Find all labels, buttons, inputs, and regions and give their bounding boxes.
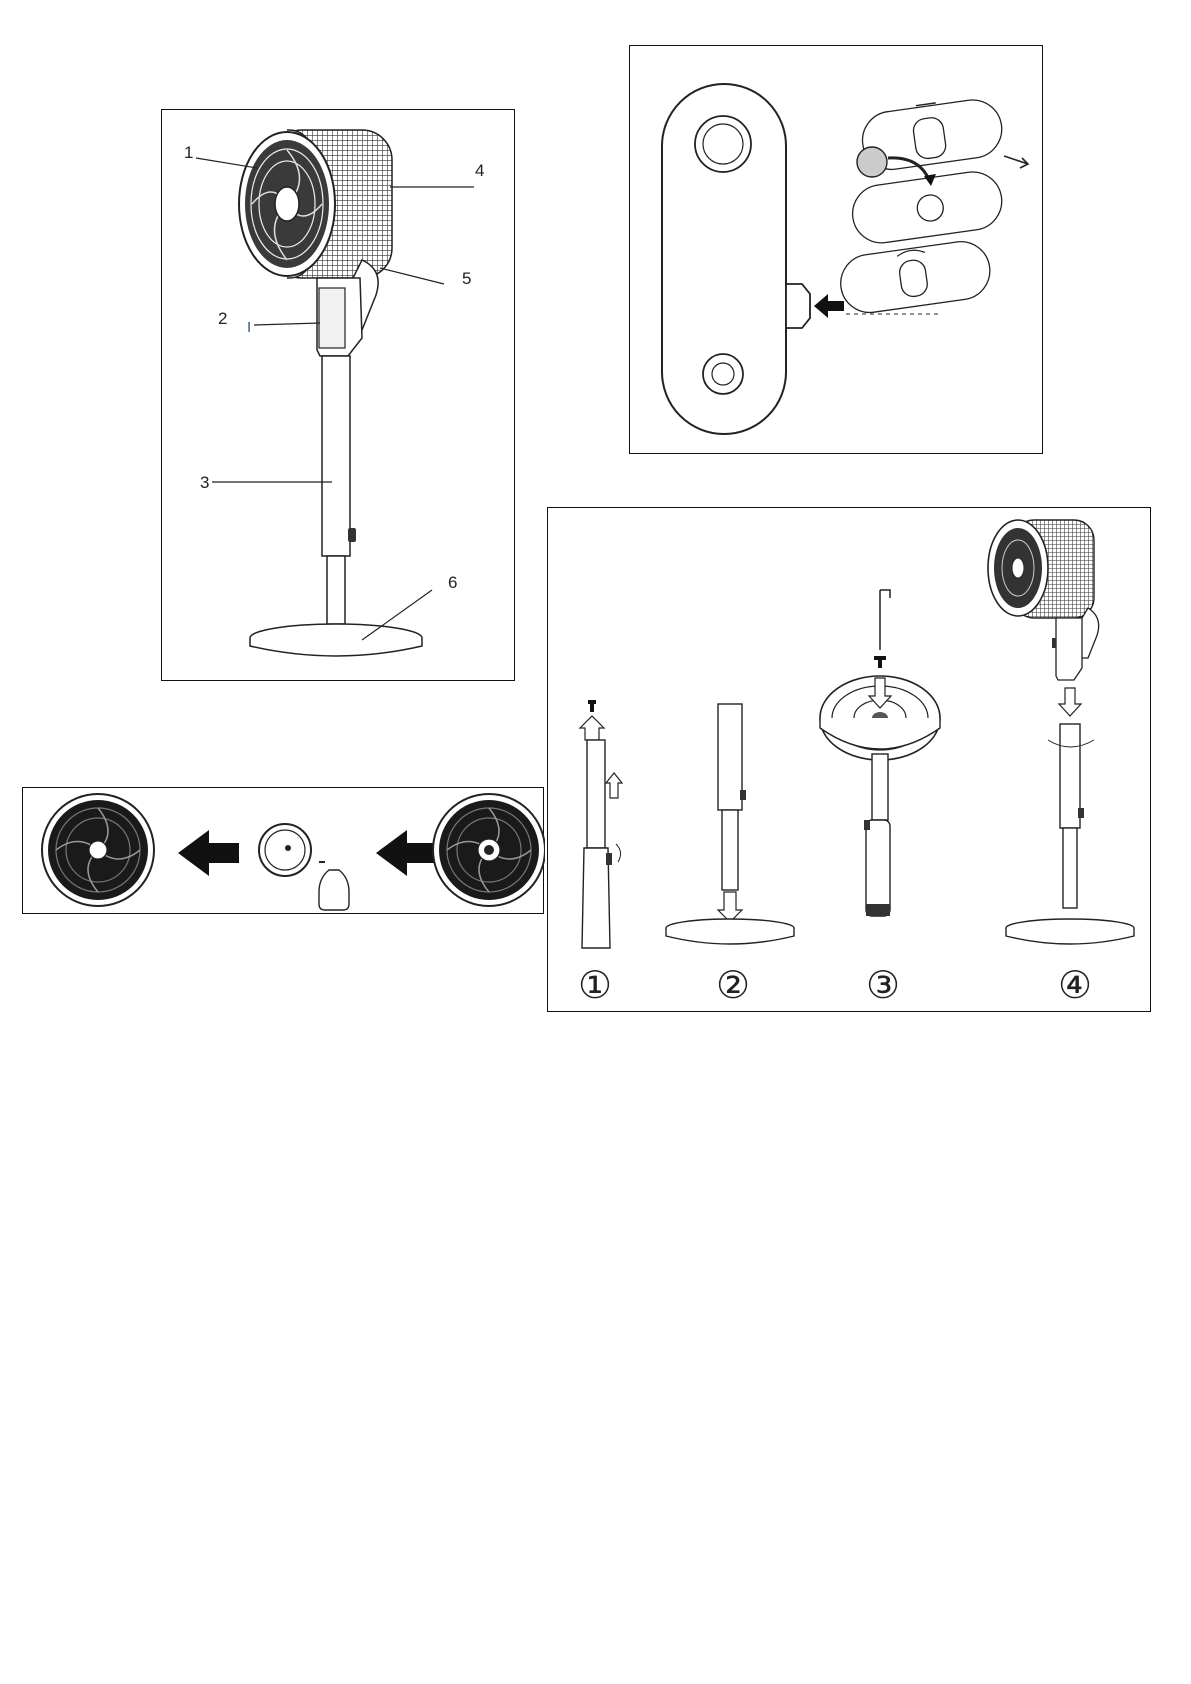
eject-arrow-icon (1004, 156, 1028, 168)
assembly-steps-diagram: ① ② ③ ④ (547, 507, 1151, 1012)
step-2-illustration (666, 704, 794, 944)
grille-assembled (42, 794, 154, 906)
front-grille (239, 132, 335, 276)
remote-battery-illustration (630, 46, 1044, 455)
fan-parts-illustration: 1 4 5 2 I 3 6 (162, 110, 516, 682)
step-1-illustration (580, 702, 622, 948)
down-arrow-icon-3 (1059, 688, 1081, 716)
left-arrow-icon (178, 830, 239, 876)
down-arrow-icon (718, 892, 742, 922)
grille-removed (433, 794, 545, 906)
push-arrow-icon (814, 294, 844, 318)
panel-text: I (247, 319, 251, 336)
grille-removal-illustration (23, 788, 545, 915)
coin-battery (857, 147, 887, 177)
grille-removal-diagram (22, 787, 544, 914)
lower-pole (327, 556, 345, 624)
step-4-illustration (988, 520, 1134, 944)
battery-tab (786, 284, 810, 328)
step-number-1: ① (578, 963, 612, 1007)
part-label-1: 1 (184, 143, 193, 162)
part-label-6: 6 (448, 573, 457, 592)
remote-battery-diagram (629, 45, 1043, 454)
step-number-2: ② (716, 963, 750, 1007)
control-panel (319, 288, 345, 348)
up-arrow-icon (580, 716, 604, 740)
center-cap (259, 824, 311, 876)
step-3-illustration (820, 590, 940, 916)
cap-key (319, 870, 349, 910)
left-arrow-icon-2 (376, 830, 437, 876)
part-label-2: 2 (218, 309, 227, 328)
assembly-steps-illustration: ① ② ③ ④ (548, 508, 1152, 1013)
upper-pole (322, 356, 350, 556)
fan-parts-diagram: 1 4 5 2 I 3 6 (161, 109, 515, 681)
step-number-4: ④ (1058, 963, 1092, 1007)
battery-step-lock (837, 238, 994, 316)
part-label-3: 3 (200, 473, 209, 492)
part-label-4: 4 (475, 161, 484, 180)
part-label-5: 5 (462, 269, 471, 288)
height-lock-knob (348, 528, 356, 542)
step-number-3: ③ (866, 963, 900, 1007)
